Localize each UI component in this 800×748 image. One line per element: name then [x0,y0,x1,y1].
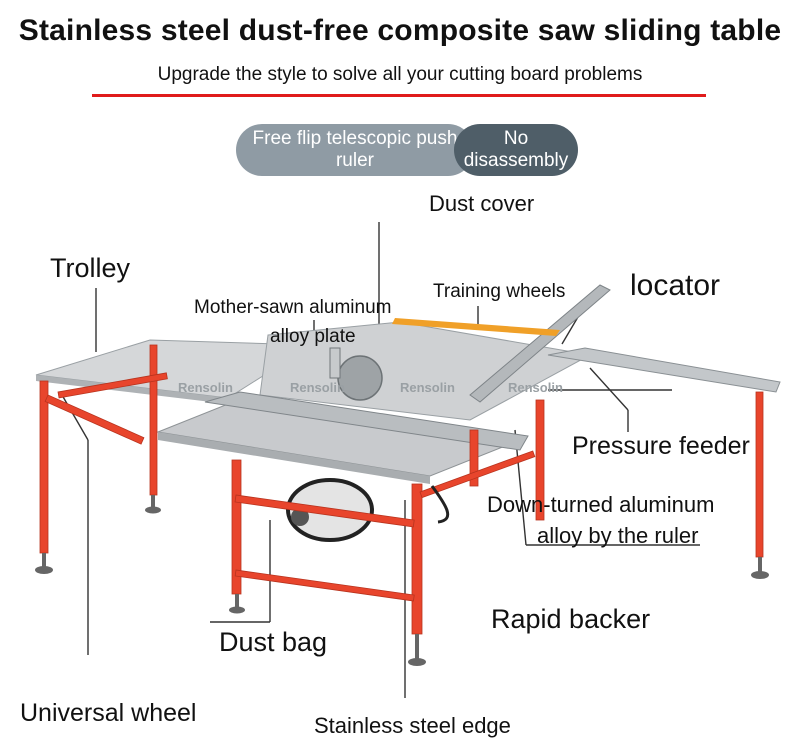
power-cord [430,485,450,524]
watermark-4: Rensolin [508,380,563,395]
trolley-edge [36,375,228,404]
feature-badge-no-disassembly: No disassembly [454,124,578,176]
page-subtitle: Upgrade the style to solve all your cutt… [157,64,643,85]
label-dust-bag: Dust bag [219,627,328,657]
label-pressure-feeder: Pressure feeder [572,432,750,460]
dust-bag-wheel [291,508,309,526]
riving-knife [329,347,341,379]
title-underline [92,94,706,97]
leveling-feet [35,495,769,666]
label-dust-cover: Dust cover [429,191,535,216]
aluminum-ruler [204,391,529,451]
label-rapid-backer: Rapid backer [491,604,651,634]
label-trolley: Trolley [50,253,131,283]
label-down-turned-2: alloy by the ruler [537,523,699,548]
training-wheels-strip [392,318,560,336]
label-stainless-edge: Stainless steel edge [314,713,511,738]
watermark-3: Rensolin [400,380,455,395]
watermark-2: Rensolin [290,380,345,395]
locator-fence [469,284,611,403]
label-universal-wheel: Universal wheel [20,699,197,727]
red-frame [39,344,764,635]
main-table-top [259,321,592,421]
label-down-turned-1: Down-turned aluminum [487,492,715,517]
feature-badge-push-ruler: Free flip telescopic push ruler [236,124,474,176]
label-training-wheels: Training wheels [433,281,566,302]
extension-rail [547,347,781,393]
sliding-table-edge [158,432,430,484]
page-title: Stainless steel dust-free composite saw … [18,14,782,47]
watermark-1: Rensolin [178,380,233,395]
label-locator: locator [630,269,721,302]
label-mother-sawn-1: Mother-sawn aluminum [194,297,392,318]
label-mother-sawn-2: alloy plate [270,326,356,347]
